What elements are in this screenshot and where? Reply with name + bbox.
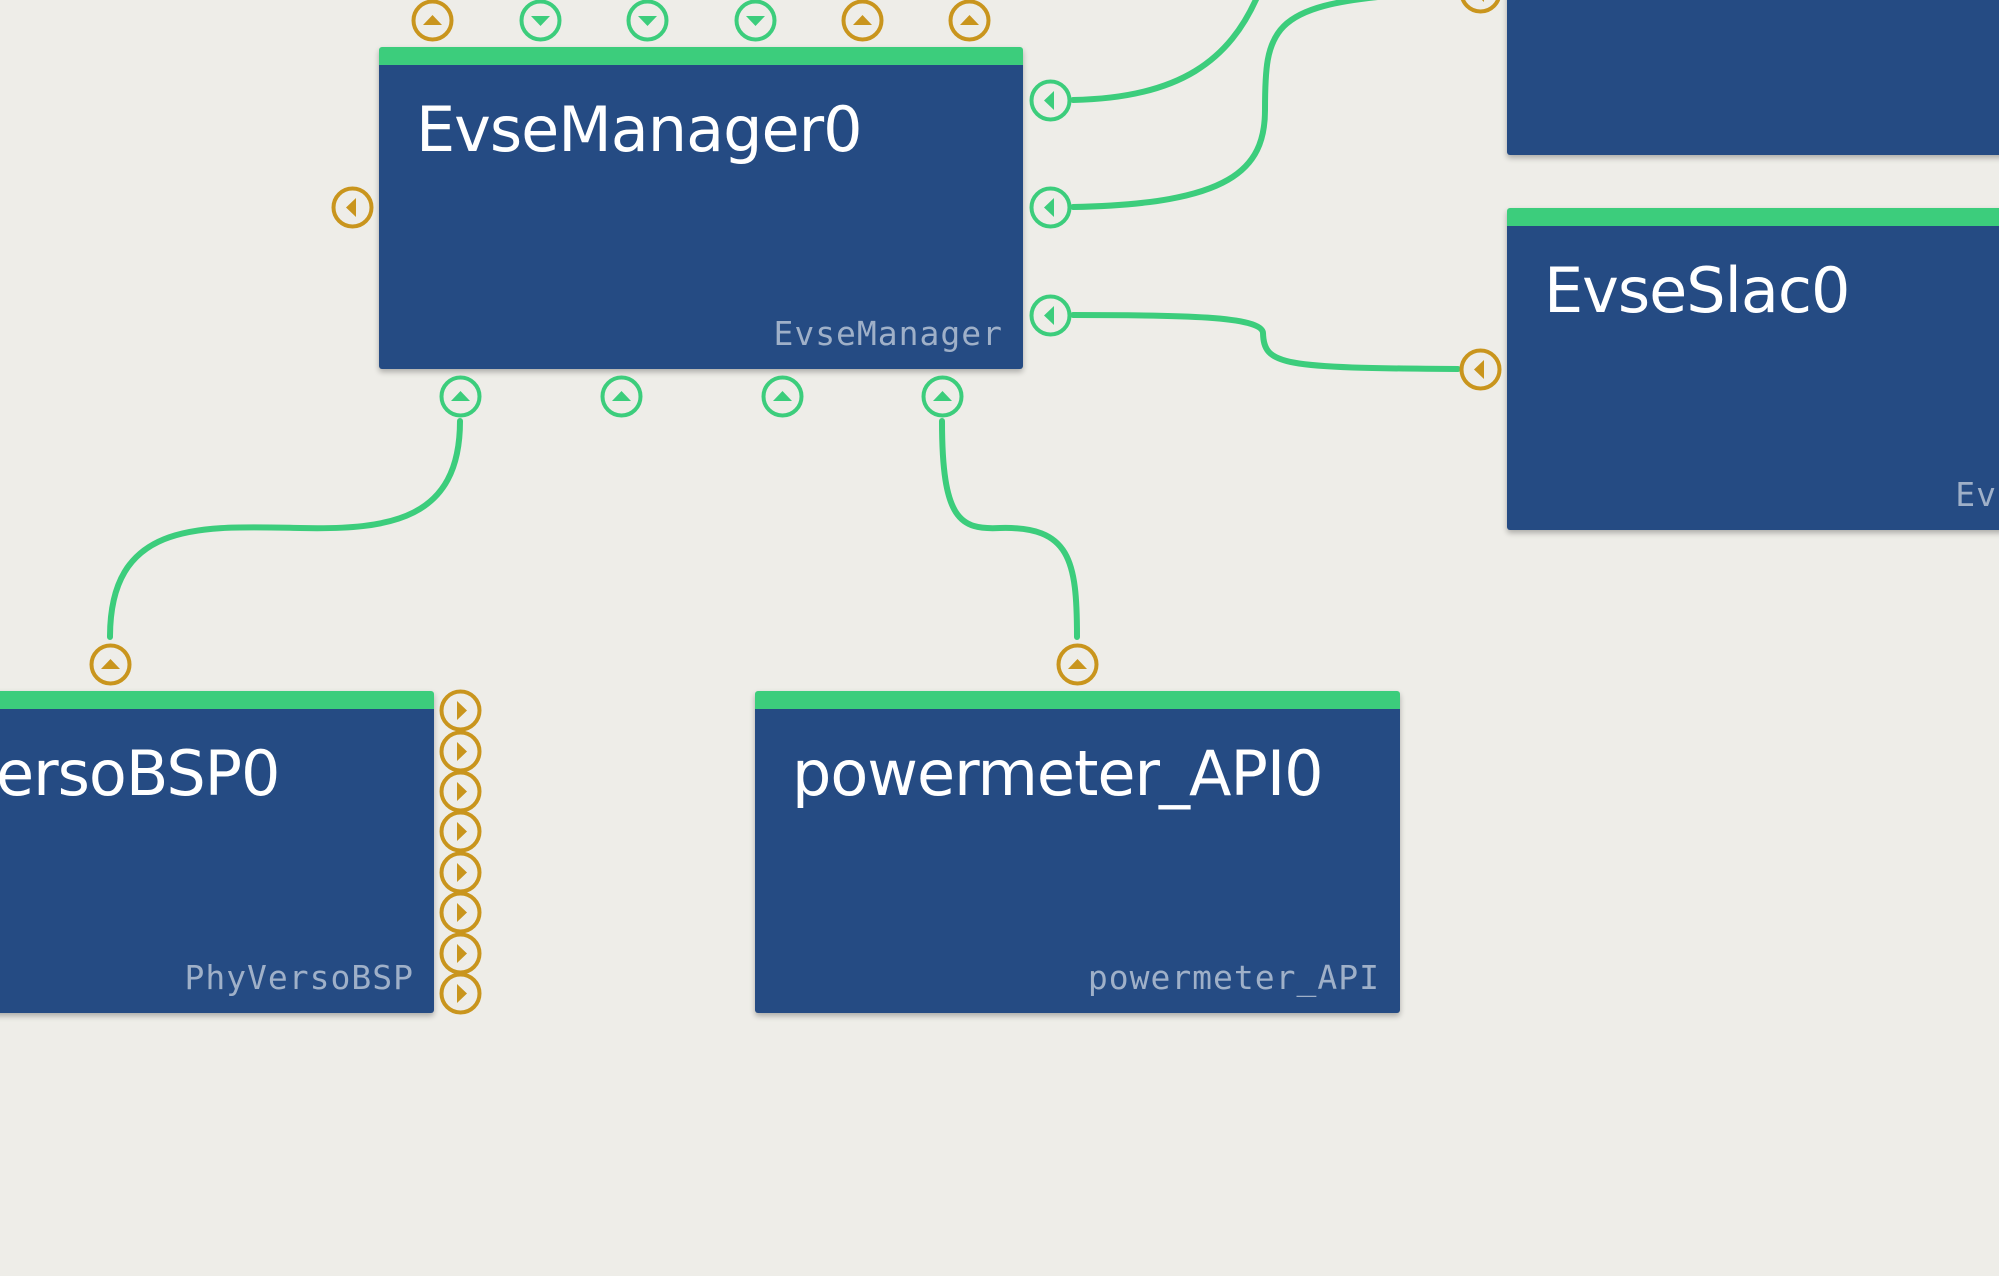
node-phyverso-bsp[interactable]: ersoBSP0 PhyVersoBSP (0, 691, 434, 1013)
caret-up-icon[interactable] (411, 0, 454, 42)
caret-down-icon[interactable] (519, 0, 562, 42)
caret-right-icon[interactable] (439, 730, 482, 773)
caret-right-icon[interactable] (439, 932, 482, 975)
caret-right-icon[interactable] (439, 810, 482, 853)
node-powermeter-api[interactable]: powermeter_API0 powermeter_API (755, 691, 1400, 1013)
caret-down-icon[interactable] (734, 0, 777, 42)
node-evse-manager-title: EvseManager0 (416, 93, 863, 166)
caret-right-icon[interactable] (439, 689, 482, 732)
caret-left-icon[interactable] (1459, 0, 1502, 14)
node-evse-manager[interactable]: EvseManager0 EvseManager (379, 47, 1023, 369)
caret-left-icon[interactable] (1029, 186, 1072, 229)
caret-right-icon[interactable] (439, 770, 482, 813)
wire-evsemanager-to-evseslac[interactable] (1070, 312, 1461, 372)
caret-left-icon[interactable] (1029, 294, 1072, 337)
caret-up-icon[interactable] (761, 375, 804, 418)
node-phyverso-bsp-title: ersoBSP0 (0, 737, 281, 810)
caret-up-icon[interactable] (1056, 643, 1099, 686)
wire-evsemanager-to-phyversobsp[interactable] (107, 418, 463, 640)
caret-right-icon[interactable] (439, 891, 482, 934)
caret-left-icon[interactable] (1029, 79, 1072, 122)
node-powermeter-api-title: powermeter_API0 (792, 737, 1324, 810)
caret-down-icon[interactable] (626, 0, 669, 42)
caret-up-icon[interactable] (600, 375, 643, 418)
node-evse-slac-title: EvseSlac0 (1544, 254, 1850, 327)
wire-evsemanager-to-topright-a[interactable] (1070, 0, 1259, 103)
caret-up-icon[interactable] (439, 375, 482, 418)
caret-up-icon[interactable] (89, 643, 132, 686)
caret-right-icon[interactable] (439, 851, 482, 894)
node-top-right[interactable]: E (1507, 0, 1999, 155)
node-evse-slac[interactable]: EvseSlac0 Ev (1507, 208, 1999, 530)
node-evse-slac-type: Ev (1955, 475, 1997, 514)
wire-evsemanager-to-topright-b[interactable] (1070, 0, 1400, 210)
caret-left-icon[interactable] (1459, 348, 1502, 391)
caret-up-icon[interactable] (921, 375, 964, 418)
node-evse-manager-type: EvseManager (773, 314, 1003, 353)
caret-up-icon[interactable] (841, 0, 884, 42)
caret-left-icon[interactable] (331, 186, 374, 229)
caret-up-icon[interactable] (948, 0, 991, 42)
caret-right-icon[interactable] (439, 972, 482, 1015)
node-phyverso-bsp-type: PhyVersoBSP (184, 958, 414, 997)
wire-evsemanager-to-powermeter[interactable] (939, 418, 1080, 640)
node-powermeter-api-type: powermeter_API (1087, 958, 1380, 997)
